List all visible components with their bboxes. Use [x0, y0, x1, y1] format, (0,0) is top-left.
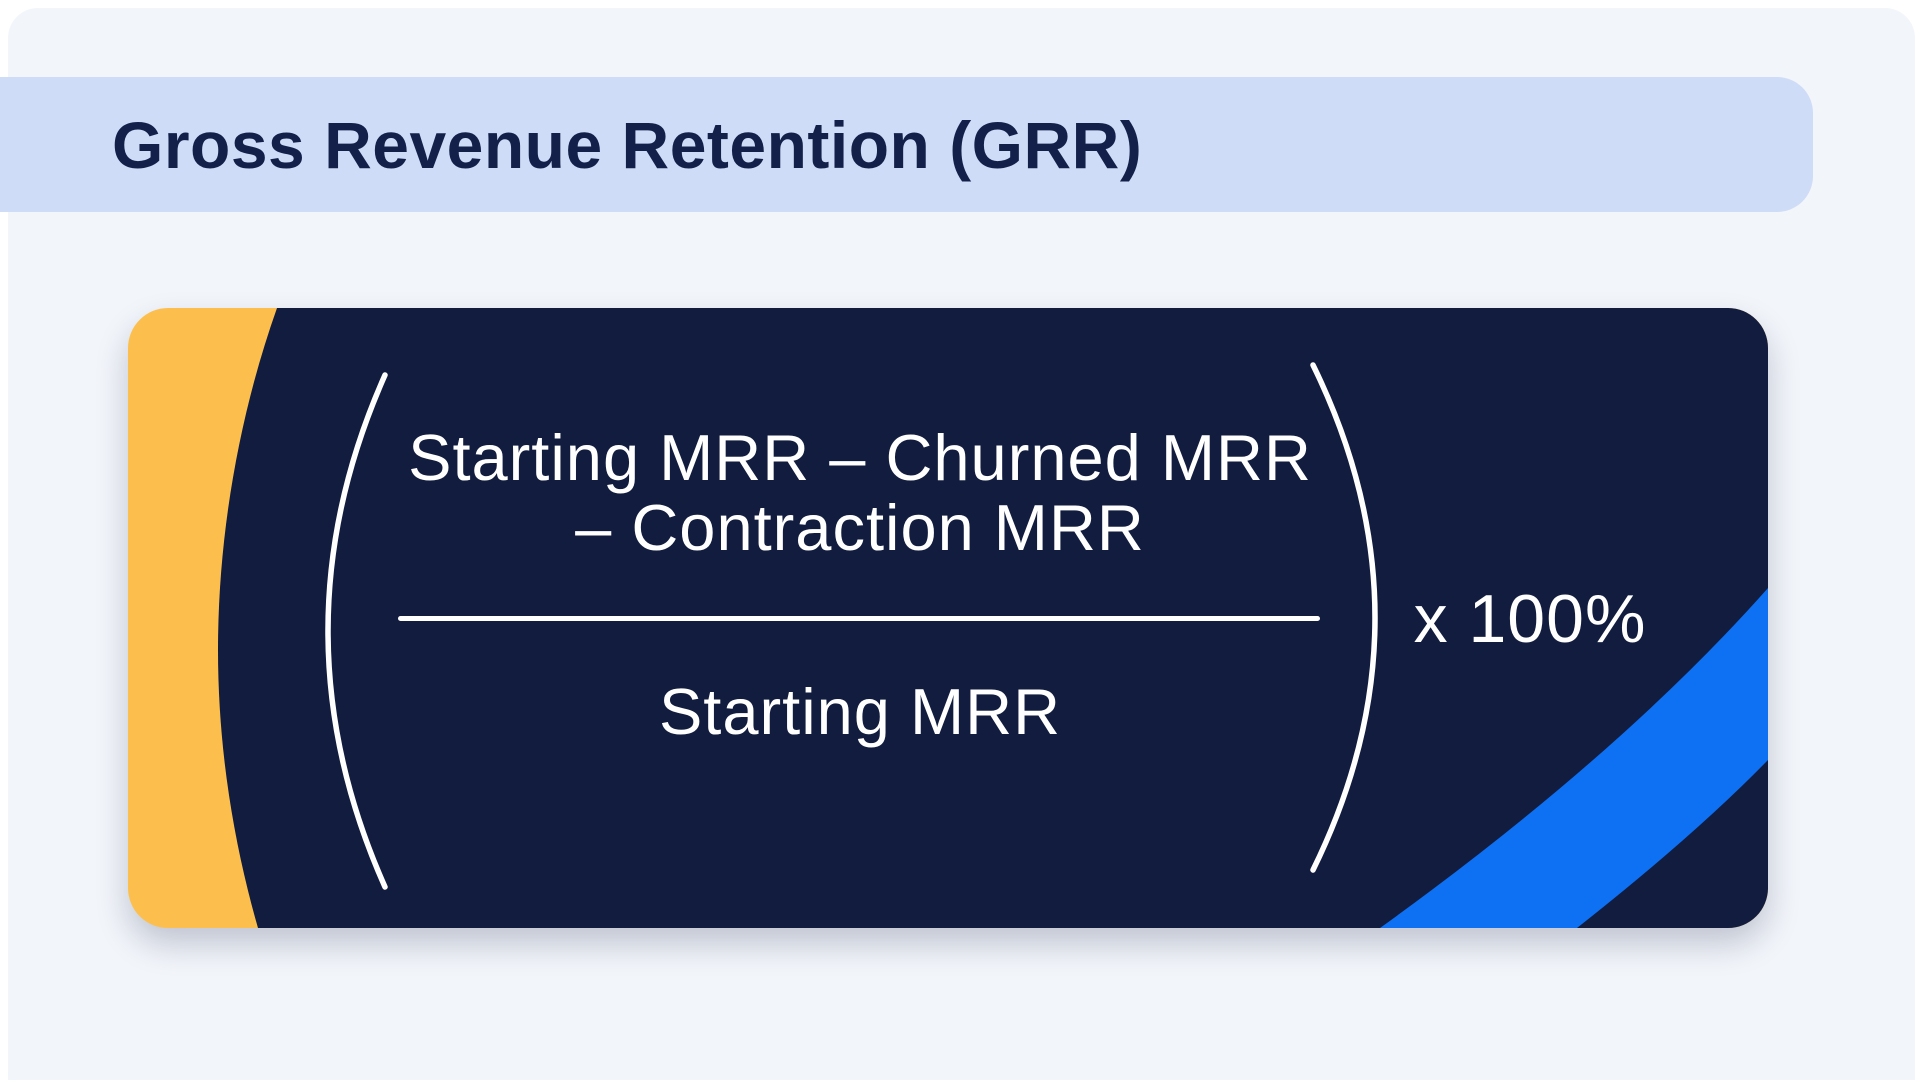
formula-card: Starting MRR – Churned MRR – Contraction… [128, 308, 1768, 928]
multiplier-label: x 100% [1413, 581, 1647, 657]
numerator-line-2: – Contraction MRR [575, 491, 1145, 564]
fraction-numerator: Starting MRR – Churned MRR – Contraction… [210, 423, 1510, 563]
formula: Starting MRR – Churned MRR – Contraction… [128, 308, 1768, 928]
right-parenthesis [1310, 362, 1378, 873]
page-title: Gross Revenue Retention (GRR) [112, 107, 1143, 182]
fraction-denominator: Starting MRR [658, 675, 1062, 748]
left-parenthesis [325, 372, 388, 890]
header-band: Gross Revenue Retention (GRR) [0, 77, 1813, 212]
numerator-line-1: Starting MRR – Churned MRR [408, 421, 1312, 494]
fraction-bar [398, 616, 1320, 621]
blue-stripe-shape [1380, 588, 1768, 928]
